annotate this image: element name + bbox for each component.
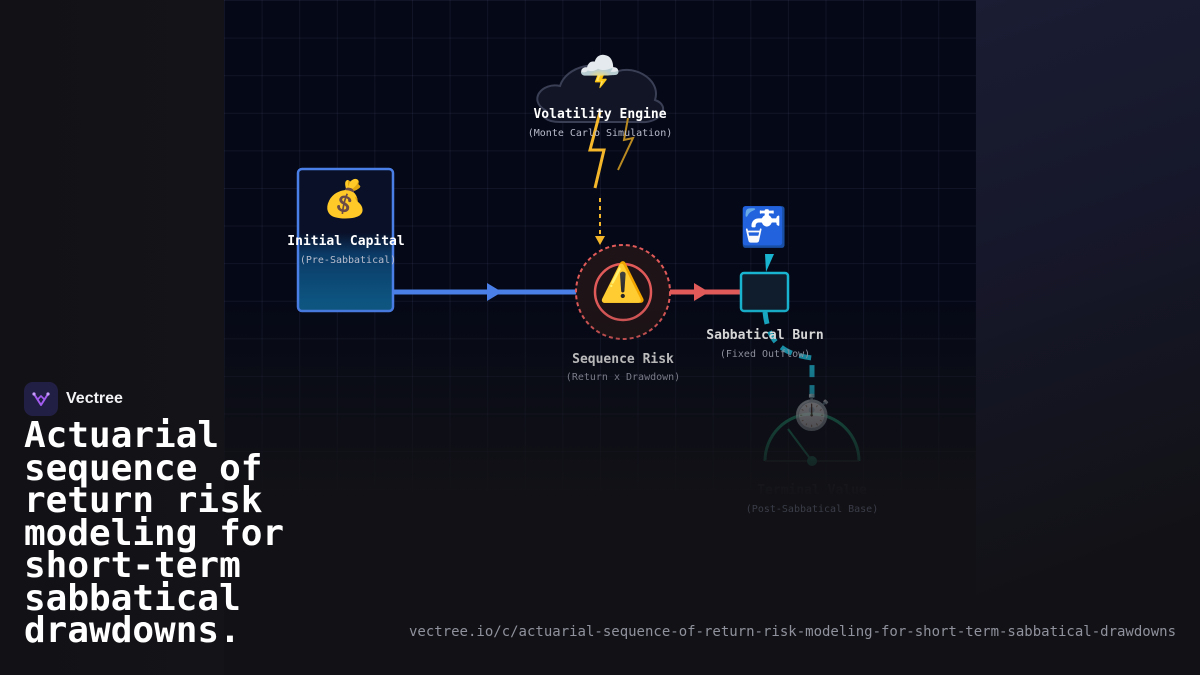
volatility-engine-subtitle: (Monte Carlo Simulation) bbox=[527, 128, 673, 139]
water-tap-icon: 🚰 bbox=[740, 205, 788, 249]
capital-flow-arrowhead bbox=[487, 283, 502, 301]
terminal-value-gauge-hub bbox=[807, 456, 817, 466]
left-background bbox=[0, 0, 224, 675]
terminal-value-subtitle: (Post-Sabbatical Base) bbox=[745, 504, 879, 515]
page-headline: Actuarial sequence of return risk modeli… bbox=[24, 415, 285, 651]
sequence-risk-subtitle: (Return x Drawdown) bbox=[565, 372, 681, 383]
terminal-value-title: Terminal Value bbox=[757, 483, 867, 498]
sabbatical-burn-tank bbox=[739, 271, 790, 313]
page-url[interactable]: vectree.io/c/actuarial-sequence-of-retur… bbox=[408, 624, 1176, 640]
sequence-risk-title: Sequence Risk bbox=[572, 352, 674, 367]
lightning-bolt-secondary bbox=[617, 117, 635, 171]
volatility-engine-title: Volatility Engine bbox=[533, 107, 667, 122]
risk-flow-arrowhead bbox=[694, 283, 709, 301]
lightning-bolt-main bbox=[588, 111, 606, 189]
sabbatical-burn-title: Sabbatical Burn bbox=[706, 328, 824, 343]
brand: Vectree bbox=[24, 382, 123, 416]
right-background bbox=[976, 0, 1200, 675]
vectree-logo-icon bbox=[24, 382, 58, 416]
brand-name: Vectree bbox=[66, 390, 123, 407]
sabbatical-burn-subtitle: (Fixed Outflow) bbox=[719, 349, 811, 360]
volatility-connector-arrowhead bbox=[595, 236, 605, 245]
warning-icon: ⚠️ bbox=[599, 260, 647, 304]
storm-cloud-icon: 🌩️ bbox=[578, 52, 622, 92]
tap-drip bbox=[765, 254, 774, 272]
initial-capital-title: Initial Capital bbox=[287, 234, 405, 249]
volatility-cloud-shape bbox=[536, 64, 664, 124]
money-bag-icon: 💰 bbox=[322, 179, 368, 220]
initial-capital-subtitle: (Pre-Sabbatical) bbox=[299, 255, 397, 266]
stopwatch-icon: ⏱️ bbox=[790, 393, 834, 433]
terminal-value-gauge-needle bbox=[787, 428, 813, 462]
